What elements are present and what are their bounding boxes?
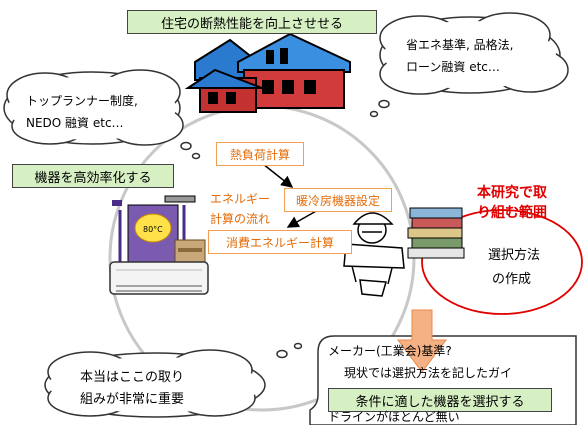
flow-label-line1: エネルギー	[210, 192, 271, 206]
important-note-line1: 本当はここの取り	[80, 370, 185, 385]
manufacturer-note-line1: メーカー(工業会)基準?	[328, 344, 452, 358]
flow-step-energy-calc: 消費エネルギー計算	[208, 230, 352, 254]
important-note-line2: 組みが非常に重要	[80, 392, 185, 407]
water-heater-illustration: 80°C	[112, 195, 206, 271]
flow-arrow-2	[286, 209, 319, 228]
toprunner-cloud	[3, 69, 201, 160]
toprunner-note-line1: トップランナー制度,	[26, 94, 138, 108]
flow-label-line2: 計算の流れ	[210, 212, 271, 226]
method-line2: の作成	[492, 272, 532, 287]
policy-note-line1: 省エネ基準, 品格法,	[406, 38, 514, 52]
toprunner-note-line2: NEDO 融資 etc…	[26, 116, 124, 130]
air-conditioner-illustration	[109, 261, 209, 295]
svg-text:80°C: 80°C	[143, 225, 163, 234]
method-line1: 選択方法	[488, 248, 541, 263]
house-illustration	[184, 32, 351, 113]
select-goal-label: 条件に適した機器を選択する	[328, 388, 552, 412]
flow-arrow-1	[262, 163, 294, 188]
top-goal-label: 住宅の断熱性能を向上させせる	[127, 10, 377, 34]
down-arrow-icon	[397, 309, 447, 373]
books-illustration	[407, 207, 465, 259]
flow-step-hvac-setting: 暖冷房機器設定	[284, 188, 392, 212]
scope-line1: 本研究で取	[477, 185, 547, 201]
policy-cloud	[369, 12, 569, 118]
manufacturer-note-line2: 現状では選択方法を記したガイ	[344, 366, 513, 380]
flow-step-heat-load: 熱負荷計算	[216, 142, 304, 166]
scope-line2: り組む範囲	[477, 205, 547, 221]
efficiency-goal-label: 機器を高効率化する	[12, 164, 174, 188]
policy-note-line2: ローン融資 etc…	[406, 60, 500, 74]
important-cloud	[44, 342, 303, 418]
manufacturer-note-line3-visible: ドラインがほとんど無い	[328, 410, 460, 424]
